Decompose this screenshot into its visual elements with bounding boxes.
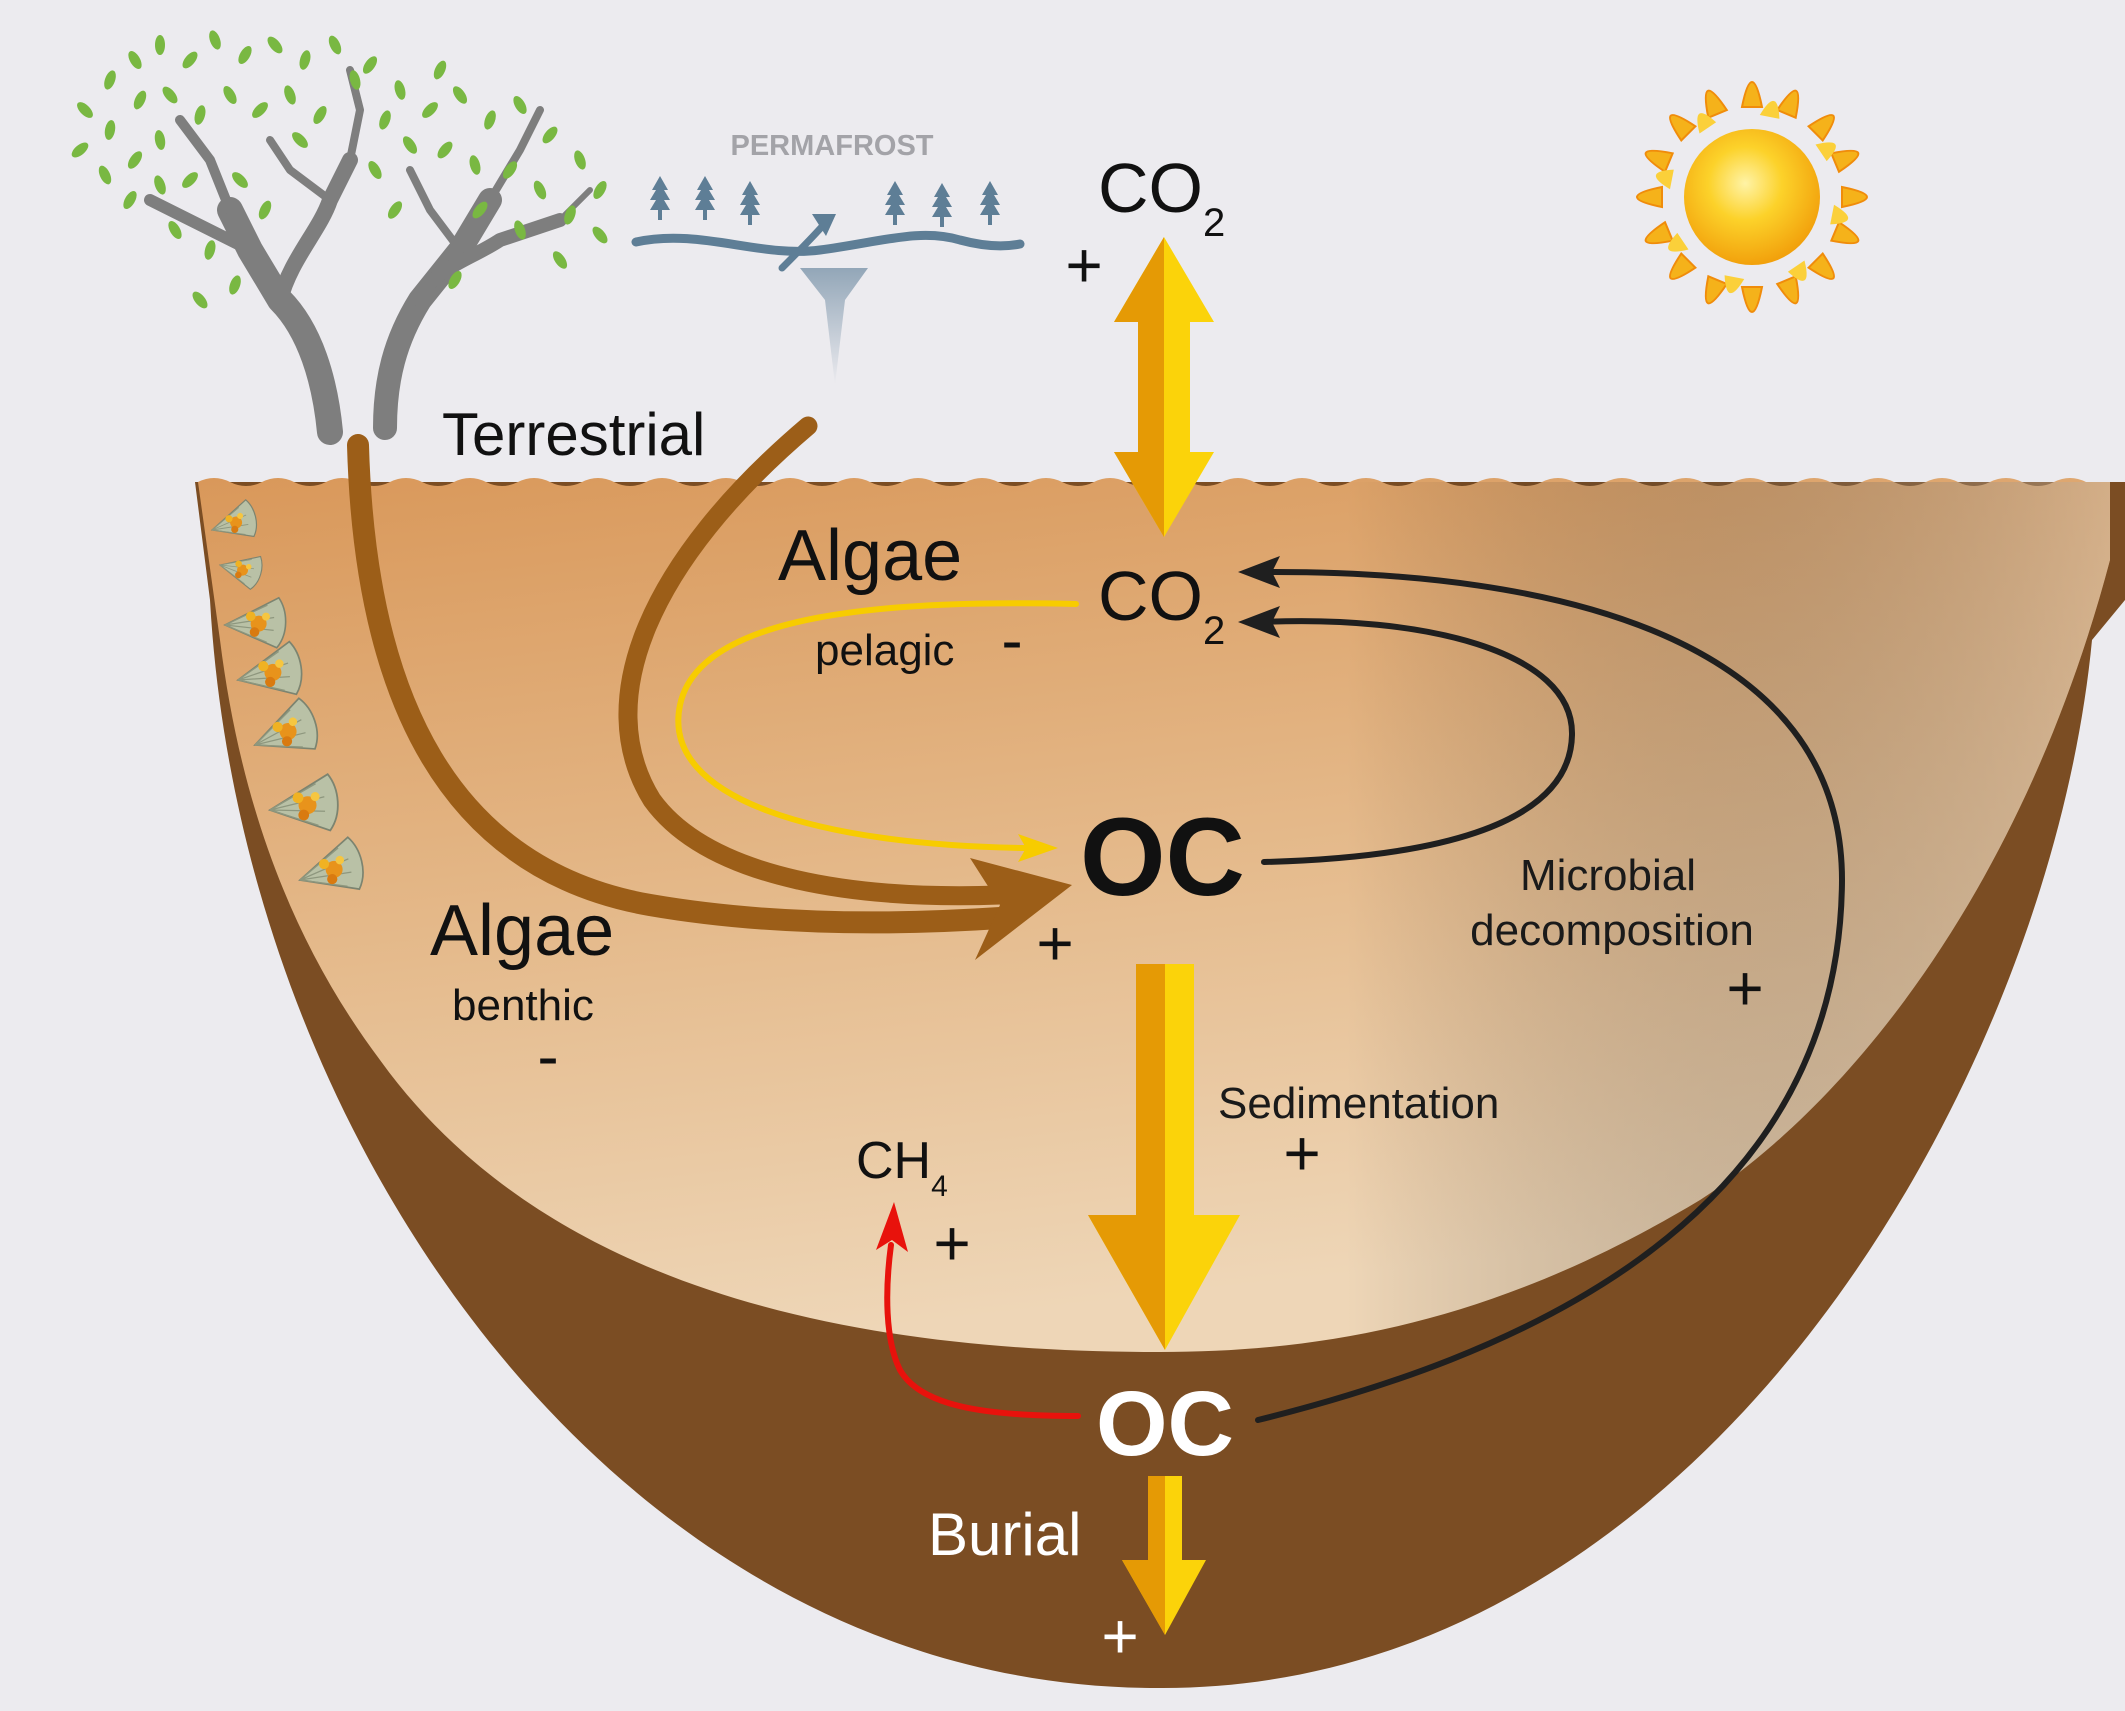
microbial-label-line2: decomposition [1470, 906, 1754, 955]
burial-sign: + [1101, 1600, 1138, 1672]
methane-arrow [876, 1202, 1081, 1419]
permafrost-label: PERMAFROST [731, 130, 934, 162]
terrestrial-input-arrow [347, 416, 1011, 934]
sedimentation-arrow [1088, 964, 1240, 1350]
atmosphere-exchange-sign: + [1065, 229, 1102, 301]
oc-sediment-label: OC [1096, 1373, 1234, 1475]
tree-icon [69, 28, 611, 445]
sun-icon [1636, 81, 1868, 313]
co2-water-label: CO2 [1098, 557, 1225, 653]
sedimentation-label: Sedimentation [1218, 1079, 1499, 1128]
algae-pelagic-sign: - [1001, 604, 1022, 676]
algae-pelagic-sub: pelagic [815, 626, 954, 675]
terrestrial-label: Terrestrial [442, 401, 705, 468]
lake-basin [195, 478, 2125, 1689]
decomposition-arrowhead-inner [1238, 606, 1280, 638]
algae-pelagic-title: Algae [778, 516, 962, 596]
decomposition-arrowhead-outer [1238, 556, 1280, 588]
permafrost-icon: PERMAFROST [631, 130, 1025, 385]
methane-sign: + [933, 1207, 970, 1279]
oc-water-label: OC [1080, 796, 1245, 919]
co2-atmosphere-label: CO2 [1098, 149, 1225, 245]
microbial-sign: + [1726, 952, 1763, 1024]
algae-benthic-title: Algae [430, 891, 614, 971]
burial-arrow [1122, 1476, 1206, 1635]
burial-label: Burial [928, 1501, 1081, 1568]
atmosphere-exchange-arrow [1114, 237, 1214, 537]
terrestrial-input-sign: + [1036, 907, 1073, 979]
sedimentation-sign: + [1283, 1117, 1320, 1189]
ch4-label: CH4 [856, 1132, 948, 1203]
decomposition-arrow [1255, 568, 1846, 1423]
microbial-label-line1: Microbial [1520, 851, 1696, 900]
algae-benthic-sign: - [537, 1020, 558, 1092]
terrestrial-arrowhead [970, 858, 1072, 960]
algae-benthic-sub: benthic [452, 981, 594, 1030]
pelagic-uptake-arrow [675, 600, 1079, 862]
